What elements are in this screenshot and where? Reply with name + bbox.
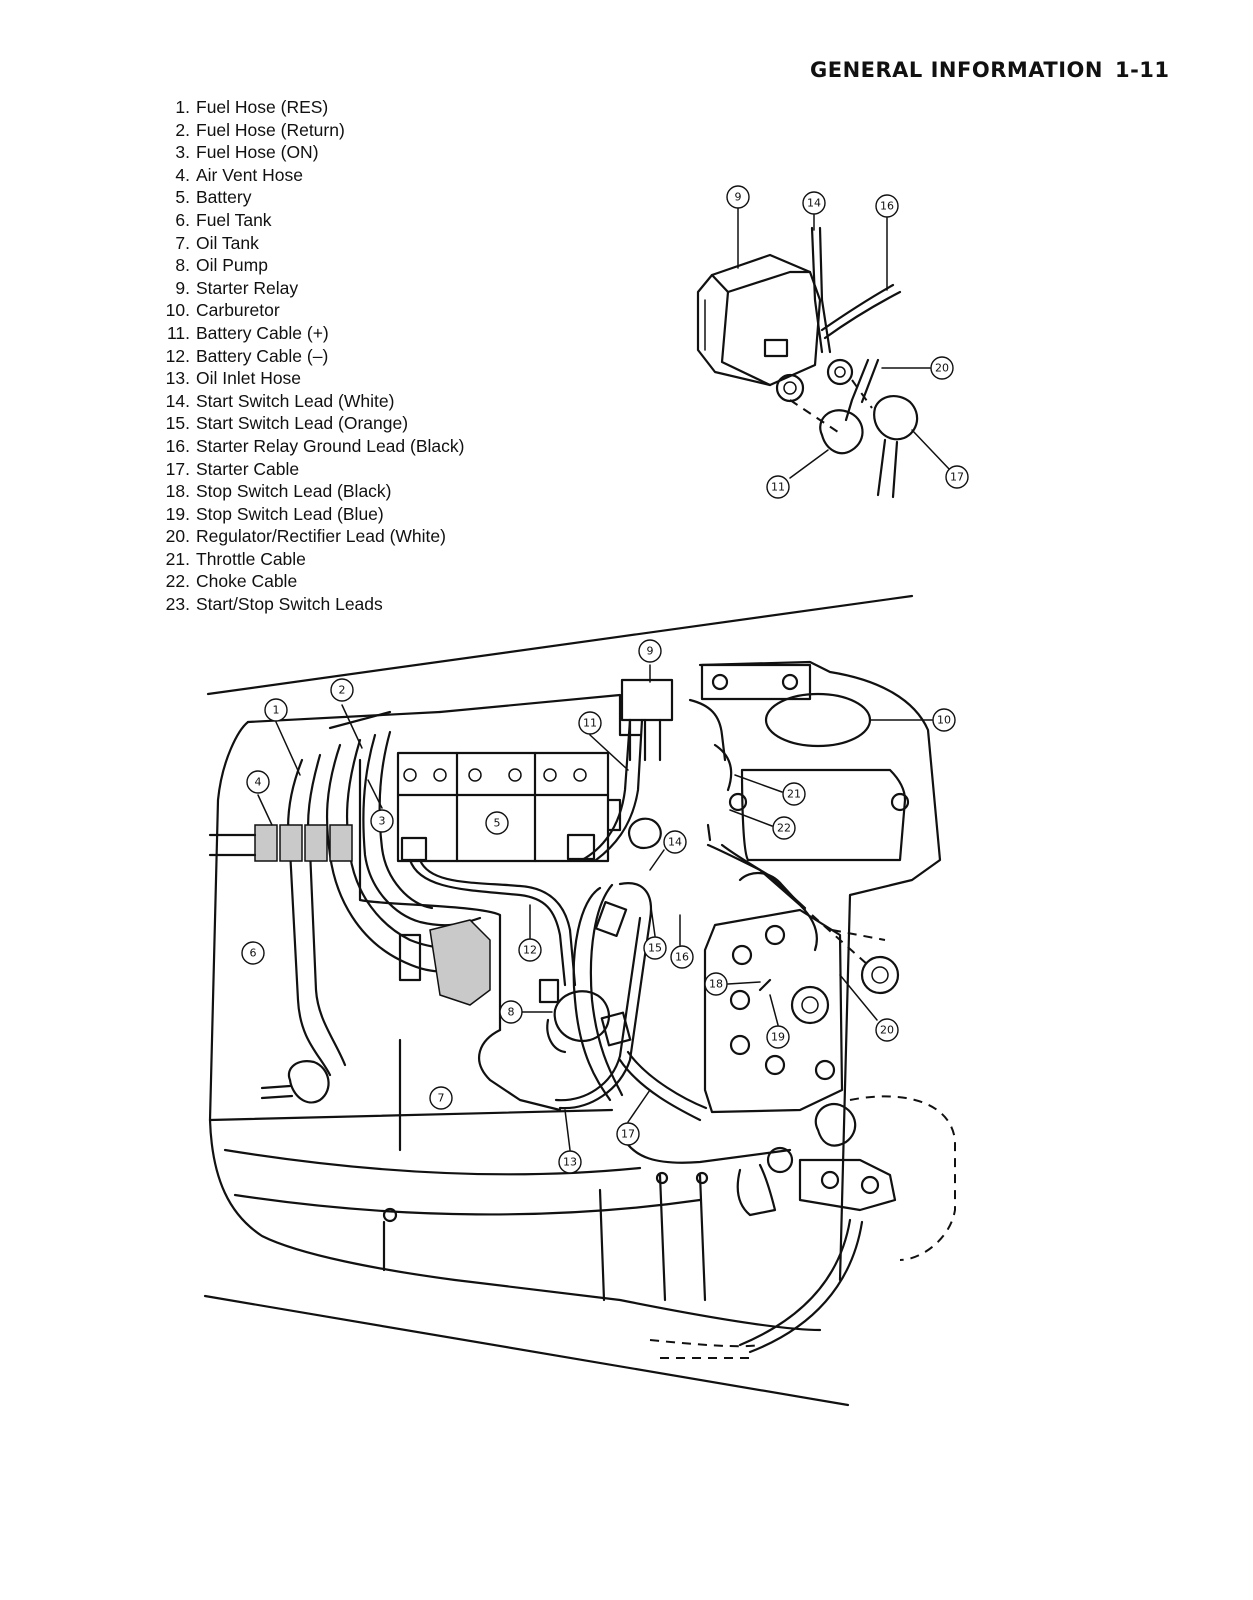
legend-item: 18.Stop Switch Lead (Black)	[165, 481, 392, 502]
svg-text:14: 14	[807, 197, 821, 210]
legend-item: 19.Stop Switch Lead (Blue)	[165, 503, 384, 524]
legend-item: 20.Regulator/Rectifier Lead (White)	[165, 526, 446, 547]
callout-bubble: 5	[485, 811, 509, 835]
callout-bubble: 12	[518, 938, 542, 962]
legend-item: 16.Starter Relay Ground Lead (Black)	[165, 435, 465, 456]
legend-item: 12.Battery Cable (–)	[165, 345, 329, 366]
legend-item: 3.Fuel Hose (ON)	[175, 142, 319, 163]
callout-bubble: 19	[766, 1025, 790, 1049]
svg-text:12: 12	[523, 944, 537, 957]
legend-item: 9.Starter Relay	[175, 277, 299, 298]
legend-item: 10.Carburetor	[165, 300, 280, 321]
callout-bubble: 21	[782, 782, 806, 806]
callout-bubble: 7	[429, 1086, 453, 1110]
callout-bubble: 10	[932, 708, 956, 732]
callout-bubble: 17	[616, 1122, 640, 1146]
callout-bubble: 14	[663, 830, 687, 854]
page-header: GENERAL INFORMATION 1-11	[810, 58, 1170, 82]
callout-bubble: 22	[772, 816, 796, 840]
svg-text:16: 16	[880, 200, 894, 213]
callout-bubble: 17	[945, 465, 969, 489]
svg-text:14: 14	[668, 836, 682, 849]
page-number: 1-11	[1114, 58, 1170, 82]
svg-text:15: 15	[648, 942, 662, 955]
legend-item: 22.Choke Cable	[165, 571, 298, 592]
svg-text:11: 11	[583, 717, 597, 730]
legend-item: 13.Oil Inlet Hose	[165, 368, 302, 389]
callout-bubble: 11	[766, 475, 790, 499]
svg-text:4: 4	[255, 776, 262, 789]
legend-item: 7.Oil Tank	[175, 232, 259, 253]
callout-bubble: 20	[930, 356, 954, 380]
svg-text:22: 22	[777, 822, 791, 835]
callout-bubble: 16	[670, 945, 694, 969]
callout-bubble: 3	[370, 809, 394, 833]
callout-bubble: 9	[638, 639, 662, 663]
legend-item: 4.Air Vent Hose	[175, 164, 303, 185]
callout-bubble: 15	[643, 936, 667, 960]
svg-text:18: 18	[709, 978, 723, 991]
svg-text:17: 17	[621, 1128, 635, 1141]
svg-text:3: 3	[379, 815, 386, 828]
callout-bubble: 8	[499, 1000, 523, 1024]
legend-item: 5.Battery	[175, 187, 252, 208]
svg-text:2: 2	[339, 684, 346, 697]
svg-text:7: 7	[438, 1092, 445, 1105]
legend-item: 23.Start/Stop Switch Leads	[165, 594, 383, 615]
legend-item: 8.Oil Pump	[175, 255, 268, 276]
callout-bubble: 13	[558, 1150, 582, 1174]
svg-text:20: 20	[935, 362, 949, 375]
svg-text:9: 9	[647, 645, 654, 658]
parts-legend: 1.Fuel Hose (RES) 2.Fuel Hose (Return) 3…	[152, 96, 465, 616]
callout-bubble: 4	[246, 770, 270, 794]
callout-bubble: 11	[578, 711, 602, 735]
callout-bubble: 1	[264, 698, 288, 722]
section-title: GENERAL INFORMATION	[810, 58, 1103, 82]
legend-item: 14.Start Switch Lead (White)	[165, 390, 395, 411]
svg-text:11: 11	[771, 481, 785, 494]
main-wiring-view	[203, 594, 956, 1407]
svg-text:8: 8	[508, 1006, 515, 1019]
svg-text:17: 17	[950, 471, 964, 484]
callout-bubble: 9	[726, 185, 750, 209]
svg-text:21: 21	[787, 788, 801, 801]
svg-text:10: 10	[937, 714, 951, 727]
legend-item: 6.Fuel Tank	[175, 209, 272, 230]
callout-bubble: 16	[875, 194, 899, 218]
legend-item: 2.Fuel Hose (Return)	[175, 119, 345, 140]
callout-bubble: 18	[704, 972, 728, 996]
main-callouts: 1 2 4 3 5 6 7 8 9 11 10 21 22 14 12 15 1…	[241, 639, 956, 1174]
inset-callouts: 9 14 16 20 11 17	[726, 185, 969, 499]
callout-bubble: 14	[802, 191, 826, 215]
callout-bubble: 6	[241, 941, 265, 965]
svg-text:13: 13	[563, 1156, 577, 1169]
legend-item: 17.Starter Cable	[165, 458, 300, 479]
starter-relay-inset	[696, 207, 951, 499]
svg-text:9: 9	[735, 191, 742, 204]
callout-bubble: 20	[875, 1018, 899, 1042]
svg-text:5: 5	[494, 817, 501, 830]
legend-item: 11.Battery Cable (+)	[166, 322, 329, 343]
svg-text:6: 6	[250, 947, 257, 960]
svg-text:16: 16	[675, 951, 689, 964]
legend-item: 1.Fuel Hose (RES)	[175, 97, 329, 117]
svg-text:1: 1	[273, 704, 280, 717]
legend-item: 15.Start Switch Lead (Orange)	[165, 413, 409, 434]
svg-text:20: 20	[880, 1024, 894, 1037]
callout-bubble: 2	[330, 678, 354, 702]
legend-item: 21.Throttle Cable	[165, 548, 306, 569]
svg-text:19: 19	[771, 1031, 785, 1044]
